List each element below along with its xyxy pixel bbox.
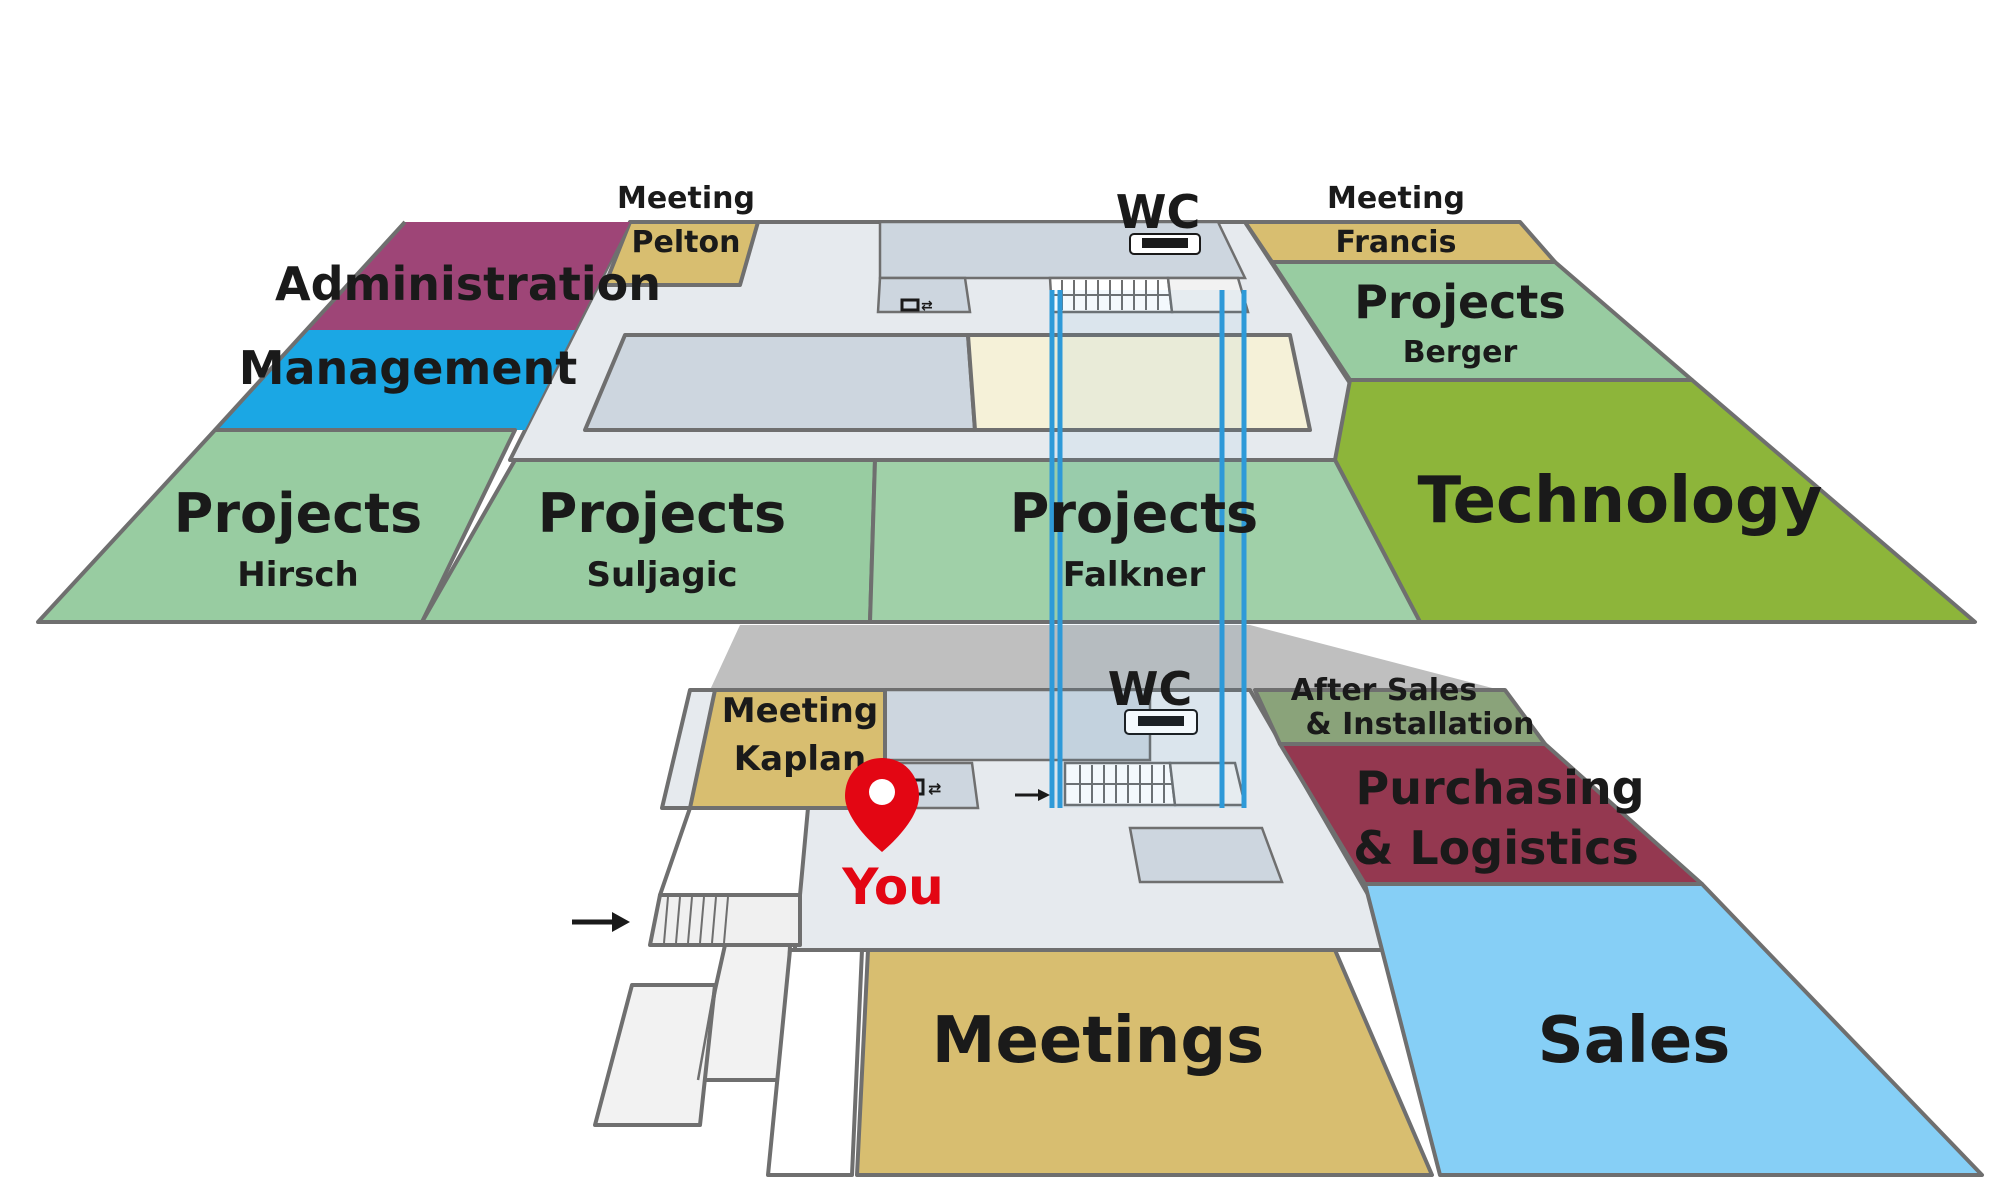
purchasing-line1: Purchasing [1355, 761, 1644, 815]
purchasing-line2: & Logistics [1353, 821, 1639, 875]
upper-floor: ⇄ [36, 220, 1977, 808]
lower-stairs-icon [1065, 765, 1172, 803]
lower-restroom-icon [1124, 709, 1198, 735]
upper-room-grey [583, 333, 977, 432]
lower-white-room-4 [766, 948, 864, 1177]
management-label: Management [239, 341, 578, 395]
map-pin-icon [845, 758, 919, 852]
upper-elevator-icon: ⇄ [900, 298, 933, 314]
administration-label: Administration [275, 257, 661, 311]
labels-upper: Meeting Pelton Administration Management… [174, 181, 1823, 595]
lower-wc-label: WC [1108, 662, 1193, 716]
projects-berger-title: Projects [1354, 275, 1566, 329]
svg-text:⇄: ⇄ [921, 298, 933, 314]
lower-white-room-3 [593, 983, 717, 1127]
you-label: You [841, 858, 944, 916]
lower-lobby [710, 625, 1500, 690]
room-administration[interactable] [305, 222, 630, 330]
projects-hirsch-title: Projects [174, 482, 422, 545]
projects-suljagic-name: Suljagic [586, 555, 737, 595]
elevator-shafts [1049, 290, 1247, 808]
lower-service-room [1128, 826, 1284, 884]
lower-white-room-1 [658, 806, 810, 897]
after-sales-line2: & Installation [1306, 707, 1535, 742]
upper-stairs-icon [1052, 280, 1170, 310]
sales-label: Sales [1538, 1004, 1731, 1078]
projects-falkner-title: Projects [1010, 482, 1258, 545]
meeting-pelton-line1: Meeting [617, 181, 755, 216]
projects-falkner-name: Falkner [1063, 555, 1206, 595]
room-management[interactable] [215, 330, 575, 430]
elevator-arrow-icon [1015, 789, 1050, 801]
svg-text:⇄: ⇄ [928, 779, 941, 798]
lower-white-room-2 [696, 943, 792, 1082]
room-sales[interactable] [1363, 882, 1984, 1177]
you-marker[interactable]: You [841, 758, 944, 916]
room-meeting-pelton[interactable] [603, 220, 760, 287]
technology-label: Technology [1417, 464, 1822, 538]
upper-restroom-icon [1129, 233, 1201, 255]
projects-hirsch-name: Hirsch [237, 555, 358, 595]
upper-stairs-landing [1166, 276, 1250, 314]
meeting-kaplan-line1: Meeting [722, 691, 878, 731]
projects-berger-name: Berger [1403, 335, 1518, 370]
upper-wc-label: WC [1116, 185, 1201, 239]
entrance-arrow-icon [572, 912, 630, 932]
meeting-francis-line1: Meeting [1327, 181, 1465, 216]
projects-suljagic-title: Projects [538, 482, 786, 545]
after-sales-line1: After Sales [1291, 673, 1478, 708]
room-meetings[interactable] [855, 948, 1434, 1177]
lower-floor: ⇄ [572, 625, 1984, 1177]
labels-lower: WC Meeting Kaplan After Sales & Installa… [722, 662, 1731, 1078]
lower-left-stairs-icon [663, 896, 729, 944]
meeting-francis-line2: Francis [1336, 225, 1457, 260]
meeting-kaplan-line2: Kaplan [734, 739, 866, 779]
meeting-pelton-line2: Pelton [632, 225, 741, 260]
meetings-label: Meetings [932, 1004, 1265, 1078]
